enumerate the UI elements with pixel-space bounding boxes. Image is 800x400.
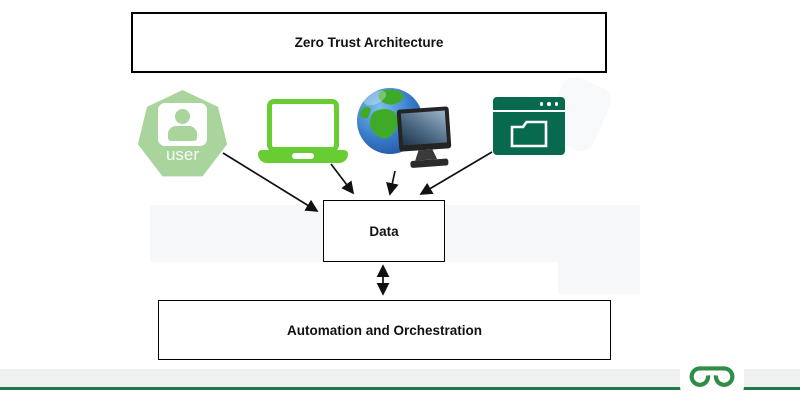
footer-strip <box>0 369 800 390</box>
monitor-base <box>410 158 449 168</box>
watermark-tail <box>558 262 640 294</box>
watermark-band-right <box>445 205 640 262</box>
window-titlebar <box>493 97 565 112</box>
window-dots-icon <box>539 102 558 106</box>
edge-window-to-data <box>419 151 493 195</box>
laptop-screen <box>267 99 339 152</box>
edge-laptop-to-data <box>330 163 355 195</box>
edge-globe-to-data <box>386 170 399 196</box>
globe-monitor-graphic <box>357 88 452 168</box>
globe-with-monitor-icon <box>356 84 452 179</box>
footer-rule <box>0 387 800 390</box>
automation-box: Automation and Orchestration <box>158 300 611 360</box>
monitor-screen <box>400 110 447 146</box>
folder-window-icon <box>493 97 565 155</box>
laptop-base <box>258 150 348 163</box>
geeksforgeeks-logo <box>689 366 735 387</box>
user-label: user <box>165 145 200 164</box>
globe-land-north <box>378 89 404 105</box>
data-box: Data <box>323 200 445 262</box>
title-box: Zero Trust Architecture <box>131 12 607 73</box>
edge-user-to-data <box>222 152 319 212</box>
data-label: Data <box>369 223 399 239</box>
logo-patch <box>680 357 744 393</box>
automation-label: Automation and Orchestration <box>286 322 482 338</box>
laptop-icon <box>258 99 348 164</box>
laptop-trackpad <box>292 153 314 159</box>
avatar-head <box>175 109 190 124</box>
title-label: Zero Trust Architecture <box>294 35 444 50</box>
monitor <box>396 106 452 168</box>
watermark-band-left <box>150 205 323 262</box>
folder-icon <box>510 120 548 148</box>
globe-land-west <box>360 106 371 119</box>
globe-highlight <box>363 90 387 106</box>
avatar-body <box>168 126 197 141</box>
user-heptagon-icon: user <box>137 90 228 179</box>
monitor-stand <box>415 149 438 161</box>
user-avatar-icon <box>158 103 207 146</box>
globe-land-africa <box>369 109 399 139</box>
